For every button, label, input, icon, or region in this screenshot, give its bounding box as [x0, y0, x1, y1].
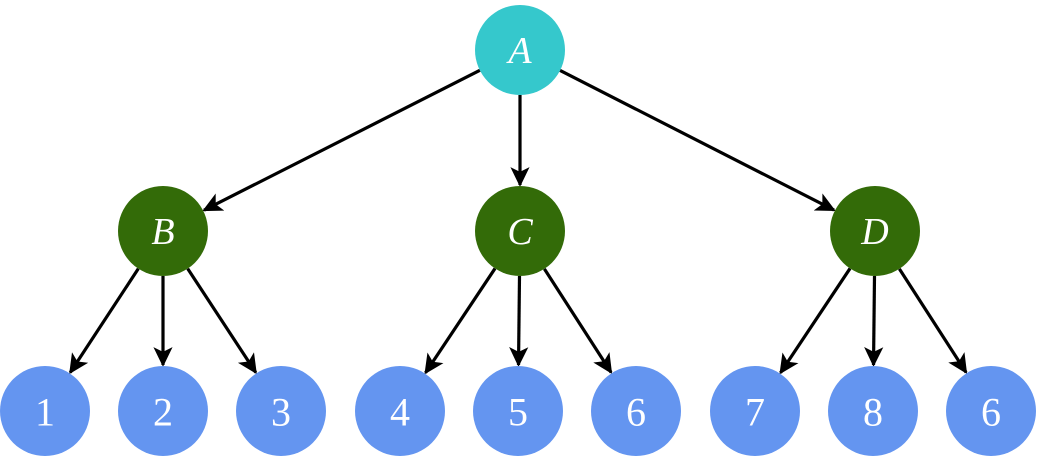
tree-edge-d-l7 [779, 267, 852, 375]
node-label: 3 [271, 390, 291, 435]
tree-edge-c-l5 [509, 275, 529, 367]
node-label: 2 [153, 390, 173, 435]
tree-edge-b-l3 [186, 267, 258, 375]
tree-node-6-leaf[interactable]: 6 [591, 366, 681, 456]
tree-node-d-branch[interactable]: D [830, 186, 920, 276]
tree-node-8-leaf[interactable]: 8 [828, 366, 918, 456]
tree-edge-d-l9 [898, 267, 968, 374]
tree-node-a-root[interactable]: A [475, 5, 565, 95]
node-label: 7 [745, 390, 765, 435]
node-label: 1 [35, 390, 55, 435]
node-circle[interactable] [830, 186, 920, 276]
node-circle[interactable] [118, 366, 208, 456]
node-circle[interactable] [475, 5, 565, 95]
node-label: D [860, 211, 888, 253]
node-circle[interactable] [475, 186, 565, 276]
node-label: 8 [863, 390, 883, 435]
edge-layer [68, 68, 968, 375]
node-circle[interactable] [473, 366, 563, 456]
node-label: 6 [626, 390, 646, 435]
node-circle[interactable] [710, 366, 800, 456]
node-label: C [507, 211, 533, 253]
node-label: 6 [981, 390, 1001, 435]
tree-node-5-leaf[interactable]: 5 [473, 366, 563, 456]
tree-node-4-leaf[interactable]: 4 [355, 366, 445, 456]
tree-node-1-leaf[interactable]: 1 [0, 366, 90, 456]
tree-node-7-leaf[interactable]: 7 [710, 366, 800, 456]
node-circle[interactable] [118, 186, 208, 276]
tree-node-3-leaf[interactable]: 3 [236, 366, 326, 456]
node-circle[interactable] [236, 366, 326, 456]
node-circle[interactable] [828, 366, 918, 456]
node-label: 4 [390, 390, 410, 435]
node-layer: A B C D 1 2 3 4 5 6 7 8 6 [0, 5, 1036, 456]
tree-edge-d-l8 [864, 275, 884, 367]
tree-edge-a-d [559, 69, 836, 212]
tree-edge-a-b [202, 68, 481, 212]
tree-node-2-leaf[interactable]: 2 [118, 366, 208, 456]
tree-edge-b-l1 [68, 267, 140, 375]
tree-edge-c-l6 [543, 267, 613, 374]
tree-node-c-branch[interactable]: C [475, 186, 565, 276]
tree-edge-c-l4 [424, 267, 497, 375]
node-circle[interactable] [946, 366, 1036, 456]
node-circle[interactable] [355, 366, 445, 456]
node-circle[interactable] [591, 366, 681, 456]
node-circle[interactable] [0, 366, 90, 456]
node-label: A [505, 30, 532, 72]
node-label: 5 [508, 390, 528, 435]
node-label: B [151, 211, 174, 253]
tree-node-b-branch[interactable]: B [118, 186, 208, 276]
tree-node-6-leaf[interactable]: 6 [946, 366, 1036, 456]
